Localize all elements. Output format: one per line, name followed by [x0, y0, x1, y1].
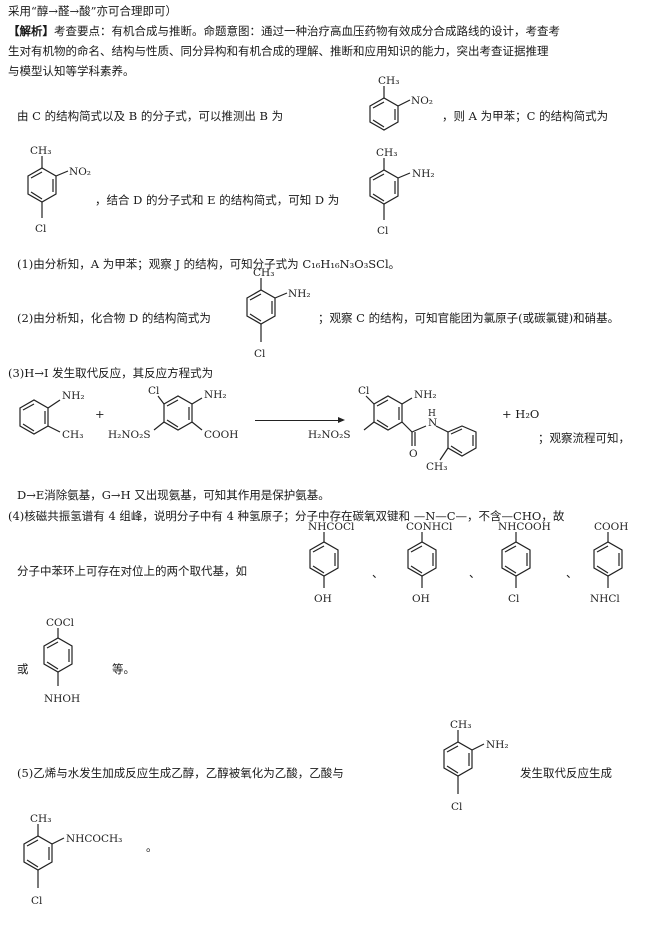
nh2-label: NH₂	[62, 390, 85, 402]
cl-label: Cl	[508, 593, 520, 605]
analysis-paragraph: 【解析】考查要点：有机合成与推断。命题意图：通过一种治疗高血压药物有效成分合成路…	[8, 24, 560, 38]
structure-c: CH₃ NO₂ Cl	[10, 145, 100, 249]
text-line-14b: 发生取代反应生成	[520, 766, 612, 780]
ch3-label: CH₃	[376, 147, 397, 159]
text-line-8: (3)H→I 发生取代反应，其反应方程式为	[8, 366, 214, 380]
text-line-7b: ；观察 C 的结构，可知官能团为氯原子(或碳氯键)和硝基。	[318, 311, 620, 325]
separator-1: 、	[372, 566, 384, 580]
plus-water: + H₂O	[502, 407, 540, 421]
text-line-7a: (2)由分析知，化合物 D 的结构简式为	[17, 311, 211, 325]
ch3-label: CH₃	[378, 75, 399, 87]
no2-label: NO₂	[69, 166, 91, 178]
structure-d-q2: CH₃ NH₂ Cl	[233, 267, 333, 371]
ch3-label: CH₃	[253, 267, 274, 279]
cooh-label: COOH	[204, 429, 238, 441]
separator-2: 、	[469, 566, 481, 580]
nhcooh-label: NHCOOH	[498, 521, 551, 533]
text-line-13b: 等。	[112, 662, 135, 676]
cl-label: Cl	[451, 801, 463, 813]
analysis-tag: 【解析】	[8, 24, 54, 38]
n-label: N	[428, 417, 437, 429]
cl-label: Cl	[377, 225, 389, 237]
sulfonamide-label: H₂NO₂S	[308, 429, 351, 441]
text-line-13: 或	[17, 662, 29, 676]
separator-3: 、	[566, 566, 578, 580]
text-line-12: 分子中苯环上可存在对位上的两个取代基，如	[17, 564, 247, 578]
text-line-0: 采用“醇→醛→酸”亦可合理即可）	[8, 4, 178, 18]
o-label: O	[409, 448, 418, 460]
text-line-14a: (5)乙烯与水发生加成反应生成乙醇，乙醇被氧化为乙酸，乙酸与	[17, 766, 344, 780]
nh2-label: NH₂	[414, 389, 437, 401]
text-line-11: (4)核磁共振氢谱有 4 组峰，说明分子中有 4 种氢原子；分子中存在碳氧双键和…	[8, 509, 565, 523]
cl-label: Cl	[148, 385, 160, 397]
nh2-label: NH₂	[288, 288, 311, 300]
nhoh-label: NHOH	[44, 693, 80, 705]
no2-label: NO₂	[411, 95, 433, 107]
structure-d-q5: CH₃ NH₂ Cl	[430, 718, 530, 831]
cooh-label: COOH	[594, 521, 628, 533]
structure-d: CH₃ NH₂ Cl	[346, 147, 446, 251]
isomer-2: CONHCl OH	[392, 520, 482, 623]
reaction-arrow	[255, 416, 345, 424]
cl-label: Cl	[358, 385, 370, 397]
isomer-3: NHCOOH Cl	[486, 520, 576, 623]
ch3-label: CH₃	[30, 145, 51, 157]
ch3-label: CH₃	[426, 461, 447, 473]
ch3-label: CH₃	[450, 719, 471, 731]
text-line-2: 生对有机物的命名、结构与性质、同分异构和有机合成的理解、推断和应用知识的能力，突…	[8, 44, 549, 58]
plus-sign-1: +	[95, 407, 105, 421]
cl-label: Cl	[254, 348, 266, 360]
ch3-label: CH₃	[62, 429, 83, 441]
text-line-6: (1)由分析知，A 为甲苯；观察 J 的结构，可知分子式为 C₁₆H₁₆N₃O₃…	[17, 257, 401, 271]
oh-label: OH	[412, 593, 430, 605]
oh-label: OH	[314, 593, 332, 605]
text-line-9: ；观察流程可知，	[538, 431, 630, 445]
structure-reactant-2: Cl NH₂ COOH H₂NO₂S	[108, 384, 268, 467]
text-line-5: ，结合 D 的分子式和 E 的结构简式，可知 D 为	[95, 193, 340, 207]
nhcl-label: NHCl	[590, 593, 620, 605]
isomer-5: COCl NHOH	[28, 616, 118, 729]
structure-product-i: Cl NH₂ H₂NO₂S O N H CH₃	[308, 384, 508, 497]
structure-final-product: CH₃ NHCOCH₃ Cl	[10, 812, 170, 925]
nhcoch3-label: NHCOCH₃	[66, 833, 122, 845]
h-label: H	[428, 409, 436, 419]
conhcl-label: CONHCl	[406, 521, 453, 533]
cl-label: Cl	[31, 895, 43, 907]
text-line-4a: 由 C 的结构简式以及 B 的分子式，可以推测出 B 为	[17, 109, 284, 123]
nh2-label: NH₂	[486, 739, 509, 751]
text-line-10: D→E消除氨基，G→H 又出现氨基，可知其作用是保护氨基。	[17, 488, 330, 502]
nh2-label: NH₂	[204, 389, 227, 401]
structure-b-nitrotoluene: CH₃ NO₂	[346, 75, 446, 151]
text-period: 。	[146, 840, 158, 854]
cocl-label: COCl	[46, 617, 75, 629]
text-line-1: 考查要点：有机合成与推断。命题意图：通过一种治疗高血压药物有效成分合成路线的设计…	[54, 24, 560, 38]
isomer-4: COOH NHCl	[580, 520, 660, 623]
text-line-4b: ，则 A 为甲苯；C 的结构简式为	[442, 109, 609, 123]
structure-h: NH₂ CH₃	[10, 386, 90, 459]
sulfonamide-label: H₂NO₂S	[108, 429, 151, 441]
nh2-label: NH₂	[412, 168, 435, 180]
isomer-1: NHCOCl OH	[294, 520, 384, 623]
nhcocl-label: NHCOCl	[308, 521, 355, 533]
text-line-3: 与模型认知等学科素养。	[8, 64, 135, 78]
cl-label: Cl	[35, 223, 47, 235]
ch3-label: CH₃	[30, 813, 51, 825]
